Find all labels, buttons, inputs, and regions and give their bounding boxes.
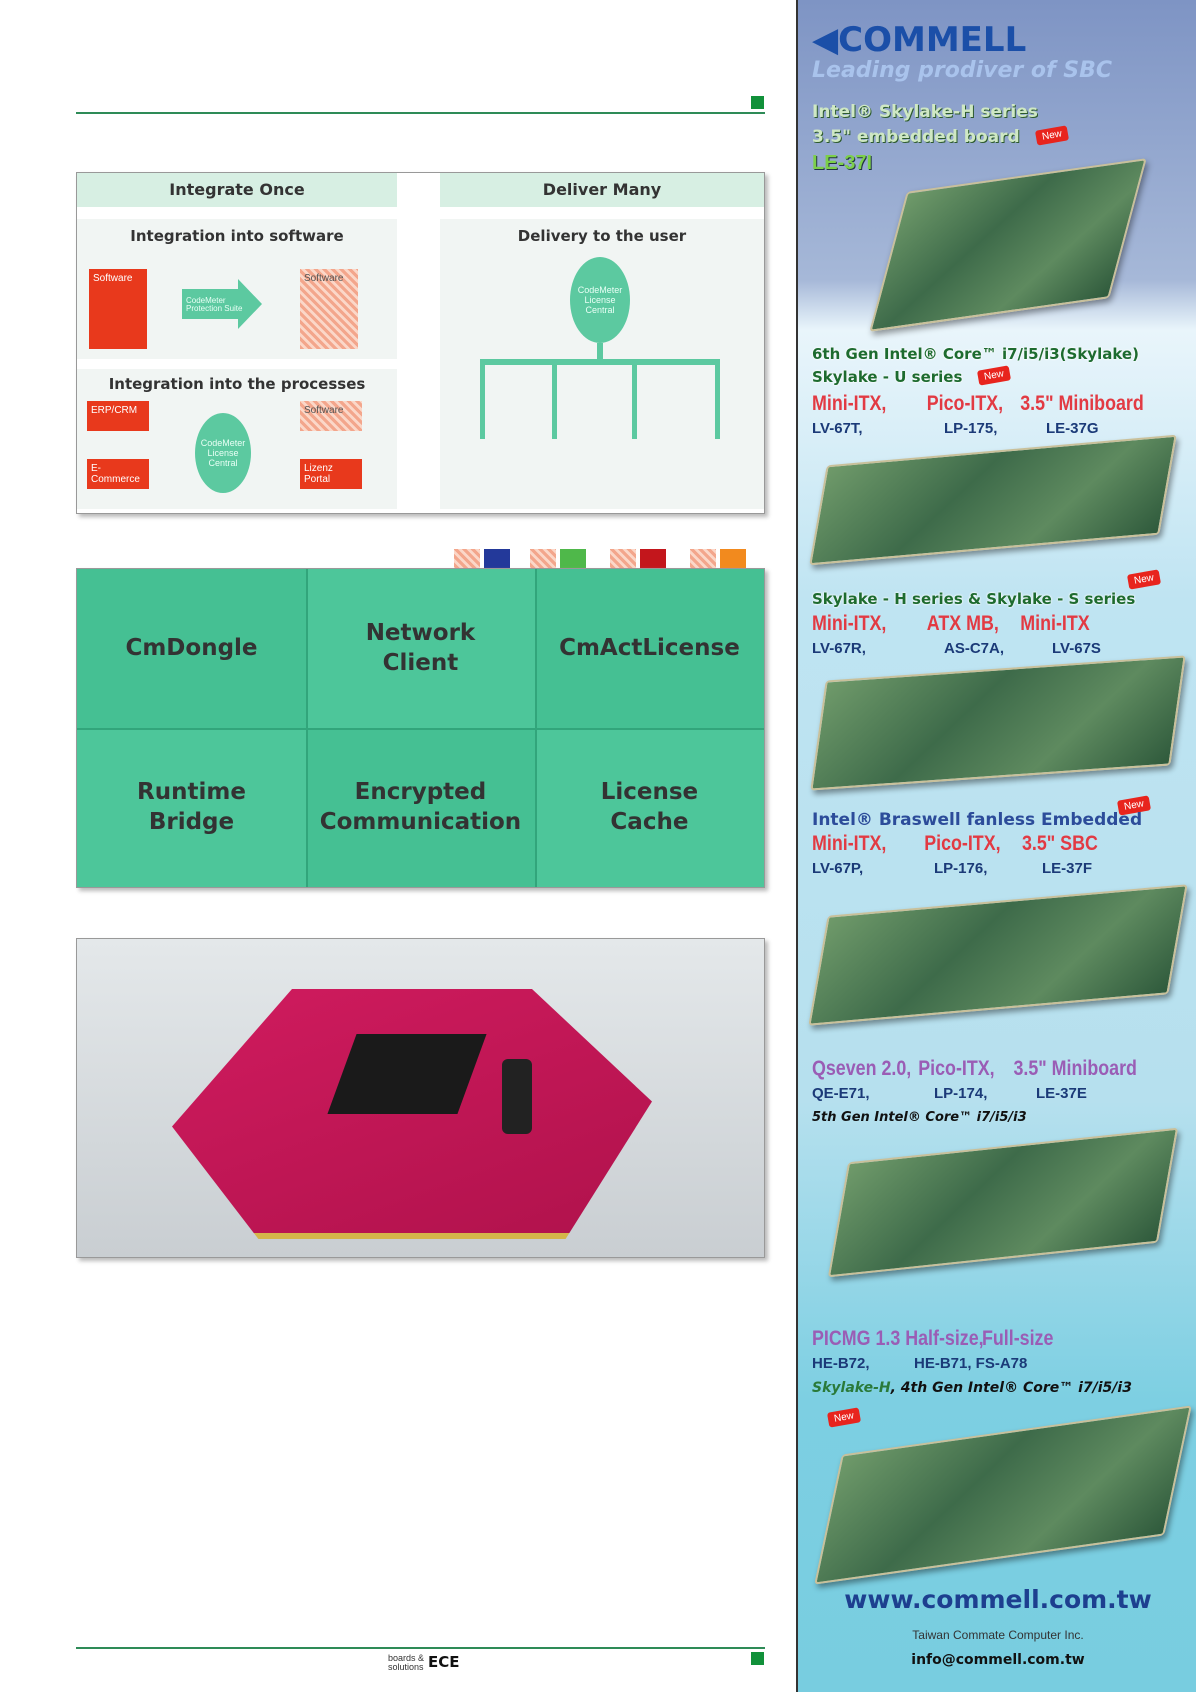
s5-models: QE-E71,LP-174,LE-37E [812,1085,1087,1102]
new-badge: New [1034,125,1070,146]
company-name: Taiwan Commate Computer Inc. [912,1628,1084,1642]
puzzle-piece-runtime-bridge: Runtime Bridge [77,728,306,887]
software-integration-panel: Integration into software Software CodeM… [77,219,397,359]
s4-types: Mini-ITX,Pico-ITX,3.5" SBC [812,832,1098,855]
s6-models: HE-B72,HE-B71, FS-A78 [812,1355,1028,1372]
deliver-many-header: Deliver Many [440,173,764,207]
header-rule [76,112,765,114]
s2-subtitle: Skylake - U series [812,368,963,386]
s6-subtitle: Skylake-H, 4th Gen Intel® Core™ i7/i5/i3 [812,1380,1132,1396]
tagline: Leading prodiver of SBC [812,58,1113,83]
s3-types: Mini-ITX,ATX MB,Mini-ITX [812,612,1090,635]
header-marker [751,96,764,109]
s4-title: Intel® Braswell fanless Embedded [812,810,1143,830]
board-image [827,1127,1179,1278]
s3-title: Skylake - H series & Skylake - S series [812,590,1136,608]
boards-solutions-logo: boards & solutions [388,1653,425,1672]
s1-model: LE-37I [812,152,873,174]
s1-subtitle: 3.5" embedded board [812,127,1020,147]
commell-advertisement[interactable]: ◀COMMELL Leading prodiver of SBC Intel® … [796,0,1196,1692]
puzzle-piece-license-cache: License Cache [534,728,764,887]
delivery-panel: Delivery to the user CodeMeter License C… [440,219,764,509]
s4-models: LV-67P,LP-176,LE-37F [812,860,1093,877]
footer-marker [751,1652,764,1665]
erp-box: ERP/CRM [87,401,149,431]
website-link[interactable]: www.commell.com.tw [844,1585,1152,1614]
pcb-board [172,989,652,1239]
integrate-deliver-diagram: Integrate Once Deliver Many Integration … [76,172,765,669]
new-badge: New [1126,569,1162,590]
board-image [809,434,1177,566]
s5-types: Qseven 2.0,Pico-ITX,3.5" Miniboard [812,1057,1137,1080]
software-box: Software [89,269,147,349]
dev-board-photo [76,938,765,1258]
s5-subtitle: 5th Gen Intel® Core™ i7/i5/i3 [812,1110,1027,1125]
license-central-circle: CodeMeter License Central [195,413,251,493]
portal-box: Lizenz Portal [300,459,362,489]
puzzle-piece-cmdongle: CmDongle [77,569,306,728]
ecommerce-box: E-Commerce [87,459,149,489]
puzzle-piece-encrypted-communication: Encrypted Communication [305,728,535,887]
board-image [869,158,1147,332]
board-image [814,1405,1192,1585]
ece-logo: ECE [428,1653,460,1671]
protection-suite-arrow: CodeMeter Protection Suite [182,279,262,329]
license-central-circle: CodeMeter License Central [570,257,630,343]
protected-software-box: Software [300,269,358,349]
cmdongle-puzzle-graphic: CmDongle Network Client CmActLicense Run… [76,568,765,888]
footer-rule [76,1647,765,1649]
email-link[interactable]: info@commell.com.tw [911,1652,1085,1668]
commell-logo: ◀COMMELL [812,20,1027,60]
s2-title: 6th Gen Intel® Core™ i7/i5/i3(Skylake) [812,345,1139,363]
board-image [810,655,1186,791]
s3-models: LV-67R,AS-C7A,LV-67S [812,640,1101,657]
board-image [808,884,1188,1026]
s2-models: LV-67T,LP-175,LE-37G [812,420,1099,437]
panel-title: Delivery to the user [517,227,687,245]
panel-title: Integration into software [130,227,344,245]
rotary-encoder [502,1059,532,1134]
s6-types: PICMG 1.3 Half-size,Full-size [812,1327,1054,1350]
s2-types: Mini-ITX,Pico-ITX,3.5" Miniboard [812,392,1144,415]
s1-title: Intel® Skylake-H series [812,102,1038,122]
panel-title: Integration into the processes [108,375,366,393]
process-integration-panel: Integration into the processes ERP/CRM E… [77,369,397,509]
puzzle-piece-network-client: Network Client [305,569,535,728]
software-box: Software [300,401,362,431]
new-badge: New [976,365,1012,386]
integrate-once-header: Integrate Once [77,173,397,207]
puzzle-piece-cmactlicense: CmActLicense [534,569,764,728]
new-badge: New [826,1407,862,1428]
